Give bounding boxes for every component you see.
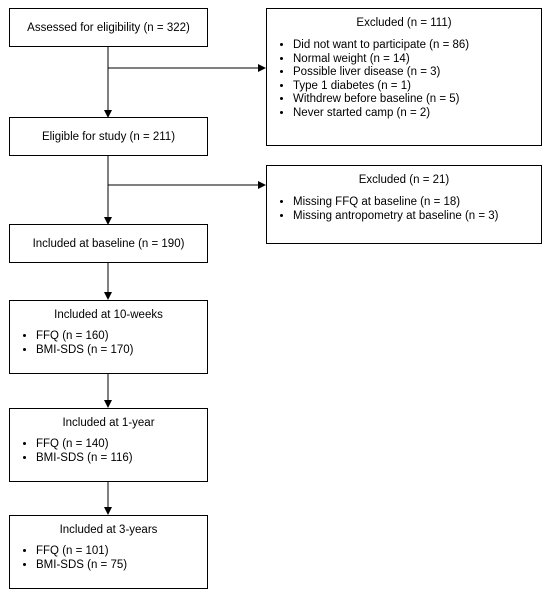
list-item: Withdrew before baseline (n = 5) bbox=[293, 93, 541, 107]
list-item: BMI-SDS (n = 75) bbox=[36, 559, 207, 573]
week10-box: Included at 10-weeks FFQ (n = 160) BMI-S… bbox=[9, 300, 208, 374]
list-item: FFQ (n = 101) bbox=[36, 545, 207, 559]
year1-title: Included at 1-year bbox=[62, 417, 155, 429]
list-item: Missing antropometry at baseline (n = 3) bbox=[293, 210, 541, 224]
list-item: Did not want to participate (n = 86) bbox=[293, 39, 541, 53]
year3-box: Included at 3-years FFQ (n = 101) BMI-SD… bbox=[9, 515, 208, 589]
excluded-box-1: Excluded (n = 111) Did not want to parti… bbox=[266, 8, 542, 146]
year1-list: FFQ (n = 140) BMI-SDS (n = 116) bbox=[10, 438, 207, 465]
eligible-box: Eligible for study (n = 211) bbox=[9, 117, 208, 156]
list-item: BMI-SDS (n = 116) bbox=[36, 452, 207, 466]
excluded-2-title: Excluded (n = 21) bbox=[358, 174, 450, 186]
list-item: Never started camp (n = 2) bbox=[293, 107, 541, 121]
list-item: Possible liver disease (n = 3) bbox=[293, 66, 541, 80]
list-item: Type 1 diabetes (n = 1) bbox=[293, 80, 541, 94]
week10-list: FFQ (n = 160) BMI-SDS (n = 170) bbox=[10, 330, 207, 357]
baseline-label: Included at baseline (n = 190) bbox=[32, 237, 185, 250]
list-item: Missing FFQ at baseline (n = 18) bbox=[293, 196, 541, 210]
baseline-box: Included at baseline (n = 190) bbox=[9, 224, 208, 263]
excluded-1-title: Excluded (n = 111) bbox=[356, 17, 452, 29]
year3-list: FFQ (n = 101) BMI-SDS (n = 75) bbox=[10, 545, 207, 572]
year1-box: Included at 1-year FFQ (n = 140) BMI-SDS… bbox=[9, 408, 208, 482]
excluded-box-2: Excluded (n = 21) Missing FFQ at baselin… bbox=[266, 165, 542, 244]
excluded-1-list: Did not want to participate (n = 86) Nor… bbox=[267, 39, 541, 120]
week10-title: Included at 10-weeks bbox=[54, 309, 163, 321]
list-item: Normal weight (n = 14) bbox=[293, 53, 541, 67]
list-item: BMI-SDS (n = 170) bbox=[36, 344, 207, 358]
eligible-label: Eligible for study (n = 211) bbox=[41, 130, 176, 143]
list-item: FFQ (n = 140) bbox=[36, 438, 207, 452]
list-item: FFQ (n = 160) bbox=[36, 330, 207, 344]
assessed-label: Assessed for eligibility (n = 322) bbox=[27, 21, 190, 34]
excluded-2-list: Missing FFQ at baseline (n = 18) Missing… bbox=[267, 196, 541, 223]
assessed-box: Assessed for eligibility (n = 322) bbox=[9, 8, 208, 47]
year3-title: Included at 3-years bbox=[59, 524, 158, 536]
